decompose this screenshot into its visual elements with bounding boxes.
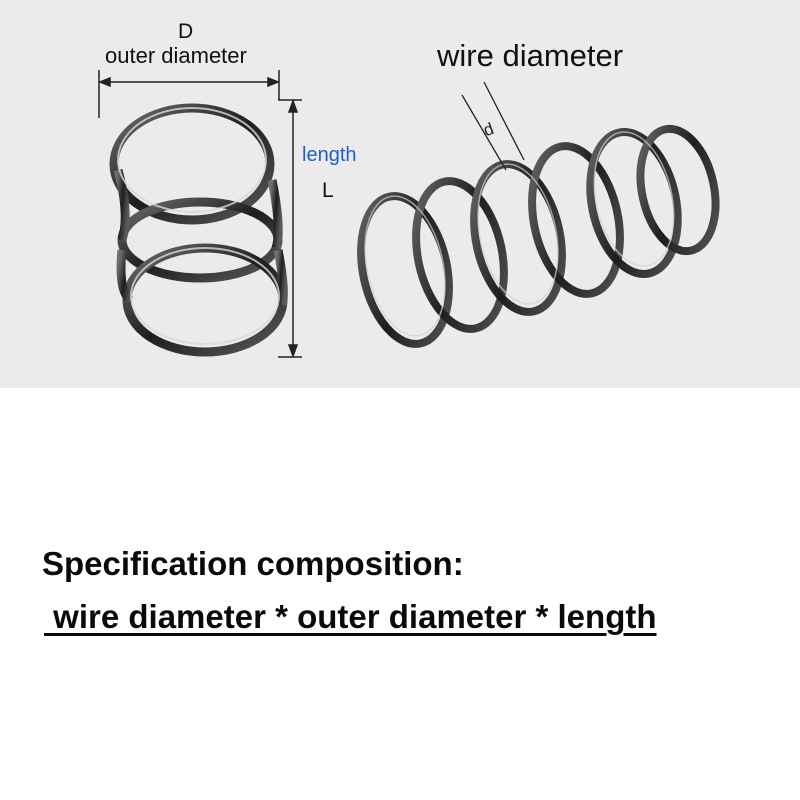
right-spring (357, 124, 720, 348)
length-label: length (302, 144, 357, 166)
spec-formula: wire diameter * outer diameter * length (44, 598, 657, 635)
outer-diameter-label: outer diameter (105, 43, 247, 68)
left-spring (109, 103, 288, 357)
spring-photo: D outer diameter length L wire diameter … (0, 0, 800, 388)
wire-diameter-label: wire diameter (437, 38, 624, 73)
spec-heading: Specification composition: (42, 545, 464, 582)
length-symbol: L (322, 179, 334, 202)
outer-diameter-symbol: D (178, 20, 194, 43)
wire-diameter-dimension (461, 81, 525, 171)
spring-illustration (97, 70, 720, 359)
length-dimension (278, 98, 302, 359)
outer-diameter-dimension (97, 70, 281, 118)
